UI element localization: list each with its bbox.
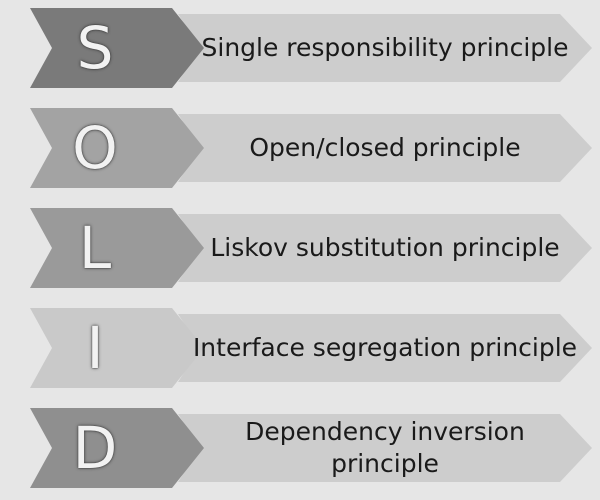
label-arrow <box>178 114 592 182</box>
chevron-shapes <box>30 208 592 288</box>
principle-label: Open/closed principle <box>249 133 521 162</box>
solid-row-d: D Dependency inversion principle <box>0 408 600 488</box>
label-arrow <box>178 14 592 82</box>
chevron-shapes <box>30 8 592 88</box>
chevron-shapes <box>30 108 592 188</box>
solid-letter: I <box>86 314 104 382</box>
principle-label: Single responsibility principle <box>201 33 569 62</box>
chevron-shapes <box>30 408 592 488</box>
solid-row-s: S Single responsibility principle <box>0 8 600 88</box>
label-arrow <box>178 214 592 282</box>
label-arrow <box>178 314 592 382</box>
principle-label: Liskov substitution principle <box>210 233 560 262</box>
principle-label: Interface segregation principle <box>192 333 578 362</box>
solid-row-i: I Interface segregation principle <box>0 308 600 388</box>
solid-letter: D <box>72 414 118 482</box>
principle-label: Dependency inversion principle <box>245 417 525 478</box>
solid-letter: O <box>72 114 118 182</box>
letter-chevron <box>30 408 204 488</box>
solid-row-o: O Open/closed principle <box>0 108 600 188</box>
label-arrow <box>178 414 592 482</box>
chevron-shapes <box>30 308 592 388</box>
solid-letter: S <box>76 14 114 82</box>
solid-row-l: L Liskov substitution principle <box>0 208 600 288</box>
letter-chevron <box>30 108 204 188</box>
letter-chevron <box>30 8 204 88</box>
letter-chevron <box>30 308 204 388</box>
solid-letter: L <box>78 214 112 282</box>
letter-chevron <box>30 208 204 288</box>
